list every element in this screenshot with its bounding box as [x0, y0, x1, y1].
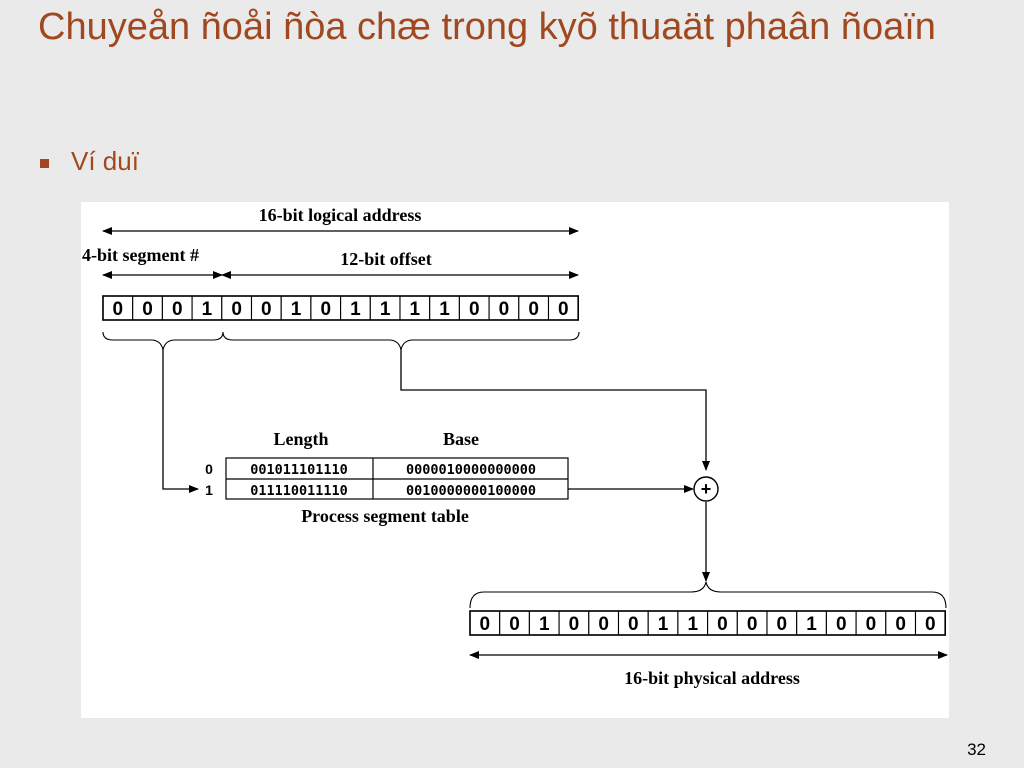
- table-caption: Process segment table: [301, 506, 469, 526]
- segment-row-1-base: 0010000000100000: [406, 483, 536, 499]
- physical-bit: 1: [687, 614, 698, 635]
- physical-bit-cell: 0: [766, 610, 798, 636]
- logical-bit: 0: [172, 299, 183, 320]
- logical-bit: 1: [350, 299, 361, 320]
- physical-bit-cell: 0: [617, 610, 649, 636]
- segment-to-table-connector: [162, 350, 199, 493]
- physical-bit: 0: [598, 614, 609, 635]
- physical-address-label: 16-bit physical address: [624, 668, 800, 688]
- logical-bit: 1: [291, 299, 302, 320]
- segmentation-diagram: 16-bit logical address 4-bit segment # 1…: [81, 202, 949, 718]
- physical-bit: 1: [806, 614, 817, 635]
- segment-number-label: 4-bit segment #: [82, 245, 199, 265]
- logical-bit: 1: [410, 299, 421, 320]
- offset-to-adder-connector: [400, 350, 710, 471]
- logical-bit: 0: [113, 299, 124, 320]
- physical-bit-cell: 0: [558, 610, 590, 636]
- physical-bit-cell: 0: [499, 610, 530, 636]
- bullet-item: Ví duï: [40, 146, 139, 177]
- physical-bit-cell: 0: [914, 610, 946, 636]
- bullet-text: Ví duï: [71, 146, 139, 176]
- logical-bit-cell: 1: [399, 295, 431, 321]
- physical-bit: 0: [509, 614, 520, 635]
- logical-bit: 0: [231, 299, 242, 320]
- logical-bit-cell: 0: [102, 295, 134, 321]
- physical-brace: [469, 581, 947, 609]
- physical-bit-cell: 0: [707, 610, 738, 636]
- physical-bit-cell: 0: [736, 610, 768, 636]
- segment-row-index-1: 1: [205, 482, 213, 498]
- logical-bit: 0: [261, 299, 272, 320]
- physical-bit: 0: [747, 614, 758, 635]
- logical-bit-cell: 0: [488, 295, 520, 321]
- logical-bit-cell: 0: [310, 295, 342, 321]
- physical-bit-cell: 1: [677, 610, 709, 636]
- physical-bit-cell: 0: [855, 610, 887, 636]
- logical-bit: 0: [558, 299, 569, 320]
- logical-bit-cell: 1: [369, 295, 401, 321]
- segment-table: 001011101110 0000010000000000 0111100111…: [225, 457, 569, 500]
- adder-node: +: [693, 476, 719, 502]
- logical-bit-cell: 0: [221, 295, 253, 321]
- offset-brace: [222, 331, 580, 351]
- logical-address-label: 16-bit logical address: [259, 205, 422, 225]
- physical-bit: 1: [658, 614, 669, 635]
- logical-bit-cell: 0: [458, 295, 490, 321]
- physical-bit-cell: 1: [647, 610, 679, 636]
- segment-row-0-length: 001011101110: [250, 462, 348, 478]
- logical-bit: 0: [499, 299, 510, 320]
- logical-bit-cell: 0: [250, 295, 282, 321]
- logical-bit-cell: 1: [280, 295, 312, 321]
- logical-bit: 0: [469, 299, 480, 320]
- logical-bit-cell: 0: [547, 295, 579, 321]
- physical-bit-cell: 1: [528, 610, 560, 636]
- logical-bit-cell: 0: [161, 295, 193, 321]
- physical-bit: 1: [539, 614, 550, 635]
- physical-bit: 0: [628, 614, 639, 635]
- segment-row-1-length: 011110011110: [250, 483, 348, 499]
- logical-bit-cell: 1: [340, 295, 371, 321]
- logical-bit: 0: [142, 299, 153, 320]
- logical-bit: 1: [439, 299, 450, 320]
- table-header-length: Length: [273, 429, 328, 449]
- segment-row-index-0: 0: [205, 461, 213, 477]
- offset-label: 12-bit offset: [340, 249, 431, 269]
- physical-bit-cell: 0: [885, 610, 917, 636]
- physical-bit: 0: [480, 614, 491, 635]
- physical-bit-cell: 0: [825, 610, 857, 636]
- segment-brace: [102, 331, 224, 351]
- square-bullet-icon: [40, 159, 49, 168]
- logical-bit-cell: 0: [132, 295, 163, 321]
- physical-bit-cell: 0: [469, 610, 501, 636]
- physical-bit: 0: [777, 614, 788, 635]
- physical-bit: 0: [836, 614, 847, 635]
- segment-row-0-base: 0000010000000000: [406, 462, 536, 478]
- physical-bit: 0: [895, 614, 906, 635]
- table-header-base: Base: [443, 429, 479, 449]
- physical-bit: 0: [569, 614, 580, 635]
- adder-symbol: +: [701, 479, 712, 499]
- logical-bit: 0: [320, 299, 331, 320]
- page-number: 32: [967, 740, 986, 759]
- physical-bit-cell: 1: [796, 610, 827, 636]
- logical-bit: 1: [202, 299, 213, 320]
- slide-title: Chuyeån ñoåi ñòa chæ trong kyõ thuaät ph…: [38, 6, 936, 48]
- logical-bit: 1: [380, 299, 391, 320]
- physical-bit: 0: [925, 614, 936, 635]
- physical-bit-cell: 0: [588, 610, 620, 636]
- physical-bit: 0: [717, 614, 728, 635]
- logical-bit-cell: 0: [518, 295, 550, 321]
- logical-bit: 0: [528, 299, 539, 320]
- logical-bit-cell: 1: [429, 295, 460, 321]
- logical-bit-cell: 1: [191, 295, 223, 321]
- physical-bit: 0: [866, 614, 877, 635]
